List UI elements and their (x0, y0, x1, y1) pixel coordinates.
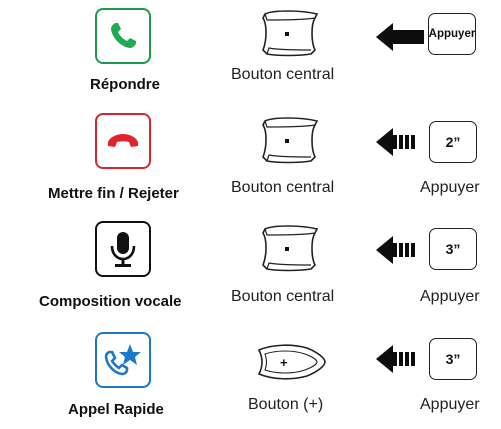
press-label: Appuyer (420, 396, 480, 413)
hold-duration-box: 3” (429, 228, 477, 270)
answer-icon-box (95, 8, 151, 64)
microphone-icon (110, 232, 136, 267)
phone-hangup-icon (108, 134, 138, 147)
press-label: Appuyer (420, 288, 480, 305)
plus-symbol: + (280, 355, 288, 370)
voice-dial-icon-box (95, 221, 151, 277)
center-button-shape (262, 117, 319, 164)
solid-arrow-left-icon (376, 23, 424, 51)
hold-arrow-left-icon (376, 236, 415, 264)
hold-duration-box: 3” (429, 338, 477, 380)
answer-label: Répondre (89, 76, 160, 93)
center-button-label: Bouton central (231, 288, 335, 305)
speed-dial-label: Appel Rapide (68, 401, 164, 418)
phone-star-icon (104, 344, 141, 376)
press-label: Appuyer (420, 179, 480, 196)
center-button-label: Bouton central (231, 66, 335, 83)
hold-arrow-left-icon (376, 128, 415, 156)
end-call-label: Mettre fin / Rejeter (48, 185, 179, 202)
speed-dial-icon-box (95, 332, 151, 388)
plus-button-label: Bouton (+) (248, 396, 324, 413)
hold-arrow-left-icon (376, 345, 415, 373)
press-key-box: Appuyer (428, 13, 476, 55)
center-button-shape (262, 10, 319, 57)
plus-button-shape: + (257, 344, 326, 380)
row-speed-dial: Appel Rapide + Bouton (+) 3” Appuyer (0, 324, 501, 424)
row-end-call: Mettre fin / Rejeter Bouton central 2” A… (0, 108, 501, 208)
end-call-icon-box (95, 113, 151, 169)
phone-answer-icon (111, 23, 136, 48)
row-voice-dial: Composition vocale Bouton central 3” App… (0, 216, 501, 316)
center-button-shape (262, 225, 319, 272)
hold-duration-box: 2” (429, 121, 477, 163)
row-answer: Répondre Bouton central Appuyer (0, 0, 501, 100)
center-button-label: Bouton central (231, 179, 335, 196)
voice-dial-label: Composition vocale (39, 293, 182, 310)
